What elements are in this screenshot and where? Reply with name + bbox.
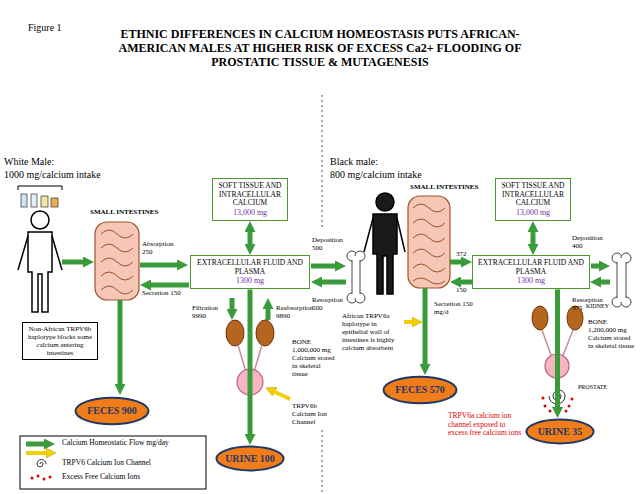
legend-frame [20, 436, 206, 489]
compartment-box: SOFT TISSUE AND INTRACELLULAR CALCIUM13,… [495, 178, 571, 221]
node-text: URINE 35 [538, 426, 583, 438]
intestines-drawing [95, 222, 139, 300]
node-text: EXTRACELLULAR FLUID AND PLASMA [194, 259, 306, 276]
intestines-drawing [408, 196, 450, 288]
flow-connector [248, 232, 253, 244]
flow-connector [555, 289, 560, 407]
compartment-box: EXTRACELLULAR FLUID AND PLASMA1300 mg [190, 255, 310, 289]
oval-shape [216, 447, 283, 471]
annotation-label: Deposition 400 [572, 234, 608, 250]
node-text: URINE 100 [225, 453, 275, 465]
legend-sample [31, 475, 52, 481]
legend-sample [26, 451, 46, 455]
node-text: FECES 570 [395, 384, 445, 396]
node-value: 1300 mg [476, 276, 586, 285]
node-text: FECES 900 [87, 405, 137, 417]
flow-connector [531, 232, 536, 244]
node-text: SOFT TISSUE AND INTRACELLULAR CALCIUM [216, 182, 284, 208]
annotation-label: Black male: [330, 156, 440, 168]
annotation-label: SMALL INTESTINES [90, 208, 170, 216]
divider-line [322, 95, 323, 492]
bone-drawing [347, 251, 365, 303]
annotation-label: 800 mg/calcium intake [330, 169, 430, 181]
output-oval: URINE 100 [215, 445, 285, 472]
flow-connector [248, 289, 253, 434]
annotation-label: KIDNEY [586, 303, 620, 310]
node-text: SOFT TISSUE AND INTRACELLULAR CALCIUM [499, 182, 567, 208]
annotation-label: 1000 mg/calcium intake [4, 169, 124, 181]
compartment-box: SOFT TISSUE AND INTRACELLULAR CALCIUM13,… [212, 178, 288, 221]
annotation-label: Resorption 500 [312, 296, 346, 312]
oval-shape [76, 398, 149, 424]
annotation-label: Secretion 150 mg/d [434, 300, 474, 316]
legend-text: Excess Free Calcium Ions [62, 473, 202, 482]
person-figure [364, 193, 405, 294]
annotation-label: African TRPV6a haplotype in epithelial w… [342, 312, 404, 352]
legend-text: TRPV6 Calcium Ion Channel [62, 459, 202, 468]
node-value: 13,000 mg [216, 208, 284, 217]
annotation-label: Filtration 9990 [192, 304, 228, 320]
ureter-line [238, 330, 573, 372]
intake-icons [18, 186, 62, 207]
node-text: EXTRACELLULAR FLUID AND PLASMA [476, 259, 586, 276]
annotation-label: Reabsorption 9890 [276, 304, 320, 320]
output-oval: FECES 570 [382, 375, 458, 405]
bone-drawing [612, 253, 631, 307]
legend-sample [37, 460, 46, 468]
annotation-label: Absorption 250 [142, 240, 184, 256]
annotation-label: SMALL INTESTINES [410, 183, 490, 191]
legend-sample [26, 442, 44, 447]
flow-arrow [62, 262, 610, 384]
output-oval: FECES 900 [74, 396, 150, 426]
annotation-label: 150 [456, 286, 476, 294]
oval-shape [526, 420, 593, 444]
compartment-box: EXTRACELLULAR FLUID AND PLASMA1300 mg [472, 255, 590, 289]
annotation-label: TRPV6a calcium ion channel exposed to ex… [448, 412, 522, 438]
bladder-drawing [237, 354, 569, 395]
legend-text: Calcium Homeostatic Flow mg/day [62, 439, 202, 448]
person-figure [18, 211, 62, 312]
output-oval: URINE 35 [525, 418, 595, 445]
annotation-label: BONE 1,000,000 mg Calcium stored in skel… [292, 338, 338, 378]
annotation-label: TRPV6b Calcium Ion Channel [292, 402, 334, 426]
node-value: 1300 mg [194, 276, 306, 285]
annotation-label: Secretion 150 [142, 289, 188, 297]
figure-title: ETHNIC DIFFERENCES IN CALCIUM HOMEOSTASI… [105, 28, 535, 69]
node-text: Non-African TRPV6b haplotype blocks some… [26, 325, 94, 357]
oval-shape [384, 377, 457, 403]
node-value: 13,000 mg [499, 208, 567, 217]
annotation-label: PROSTATE [578, 384, 618, 391]
annotation-label: White Male: [4, 156, 114, 168]
annotation-label: BONE 1,200,000 mg Calcium stored in skel… [588, 318, 636, 350]
annotation-label: Deposition 500 [312, 236, 348, 252]
annotation-label: 372 [456, 250, 476, 258]
annotation-label: Figure 1 [28, 22, 98, 34]
note-box: Non-African TRPV6b haplotype blocks some… [22, 322, 98, 360]
